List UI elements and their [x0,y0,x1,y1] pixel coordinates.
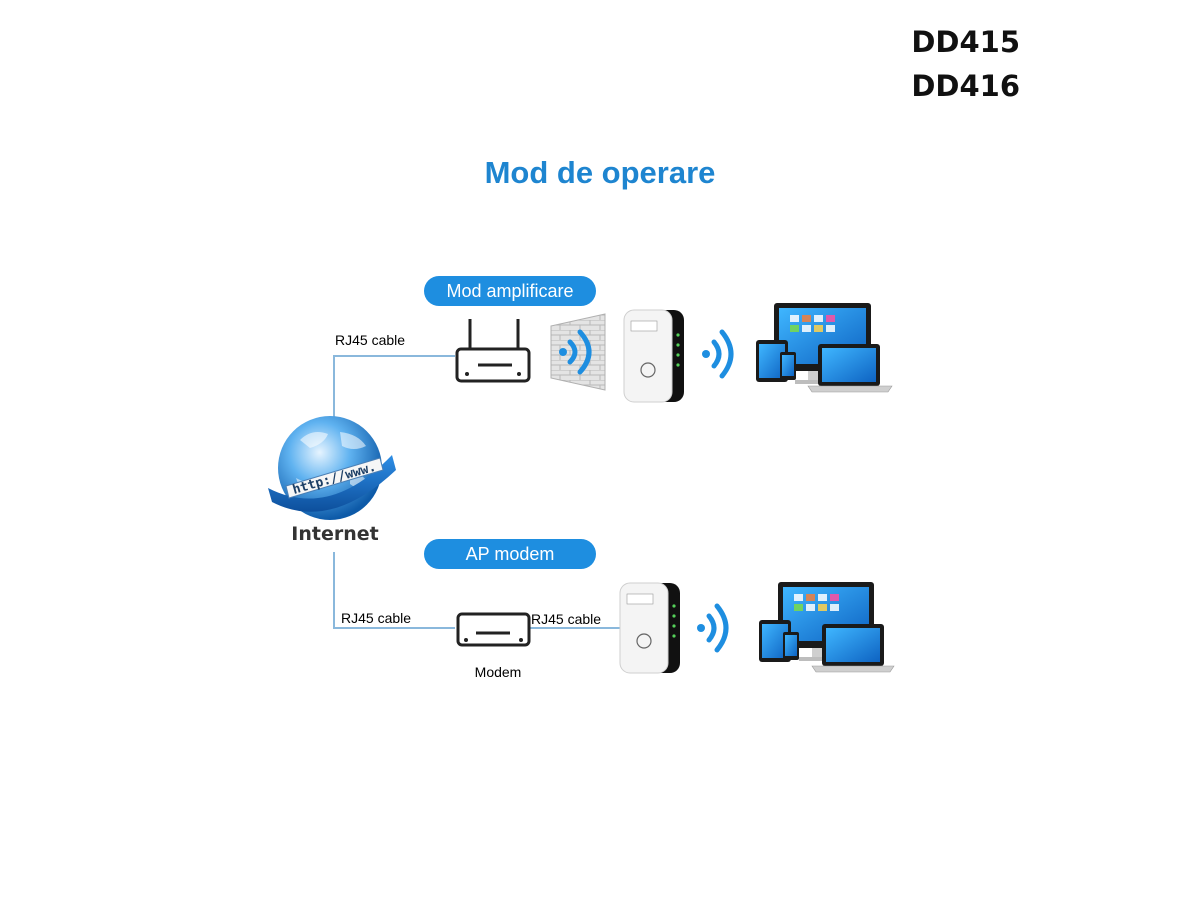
cable-label-top: RJ45 cable [335,332,405,348]
cable-label-bottom-right: RJ45 cable [531,611,601,627]
mode-amplification-pill: Mod amplificare [424,276,596,306]
page-title: Mod de operare [484,155,716,190]
modem-icon [456,612,531,647]
model-code-1: DD415 [911,25,1020,59]
cable-line-top [333,355,455,418]
wifi-extender-icon-bottom [619,582,680,674]
mode-ap-pill: AP modem [424,539,596,569]
internet-label: Internet [291,523,379,545]
cable-line-bottom [333,552,455,629]
cable-lines [333,355,620,629]
wifi-signal-icon-top [702,329,734,379]
wifi-extender-icon-top [623,309,684,403]
modem-label: Modem [475,664,522,680]
router-icon [455,319,531,383]
wifi-signal-icon-bottom [697,603,729,653]
internet-globe-icon [268,416,396,520]
brick-wall-icon [550,313,606,391]
model-code-2: DD416 [911,69,1020,103]
cable-label-bottom-left: RJ45 cable [341,610,411,626]
devices-icon-bottom [759,582,895,673]
devices-icon-top [756,303,893,393]
